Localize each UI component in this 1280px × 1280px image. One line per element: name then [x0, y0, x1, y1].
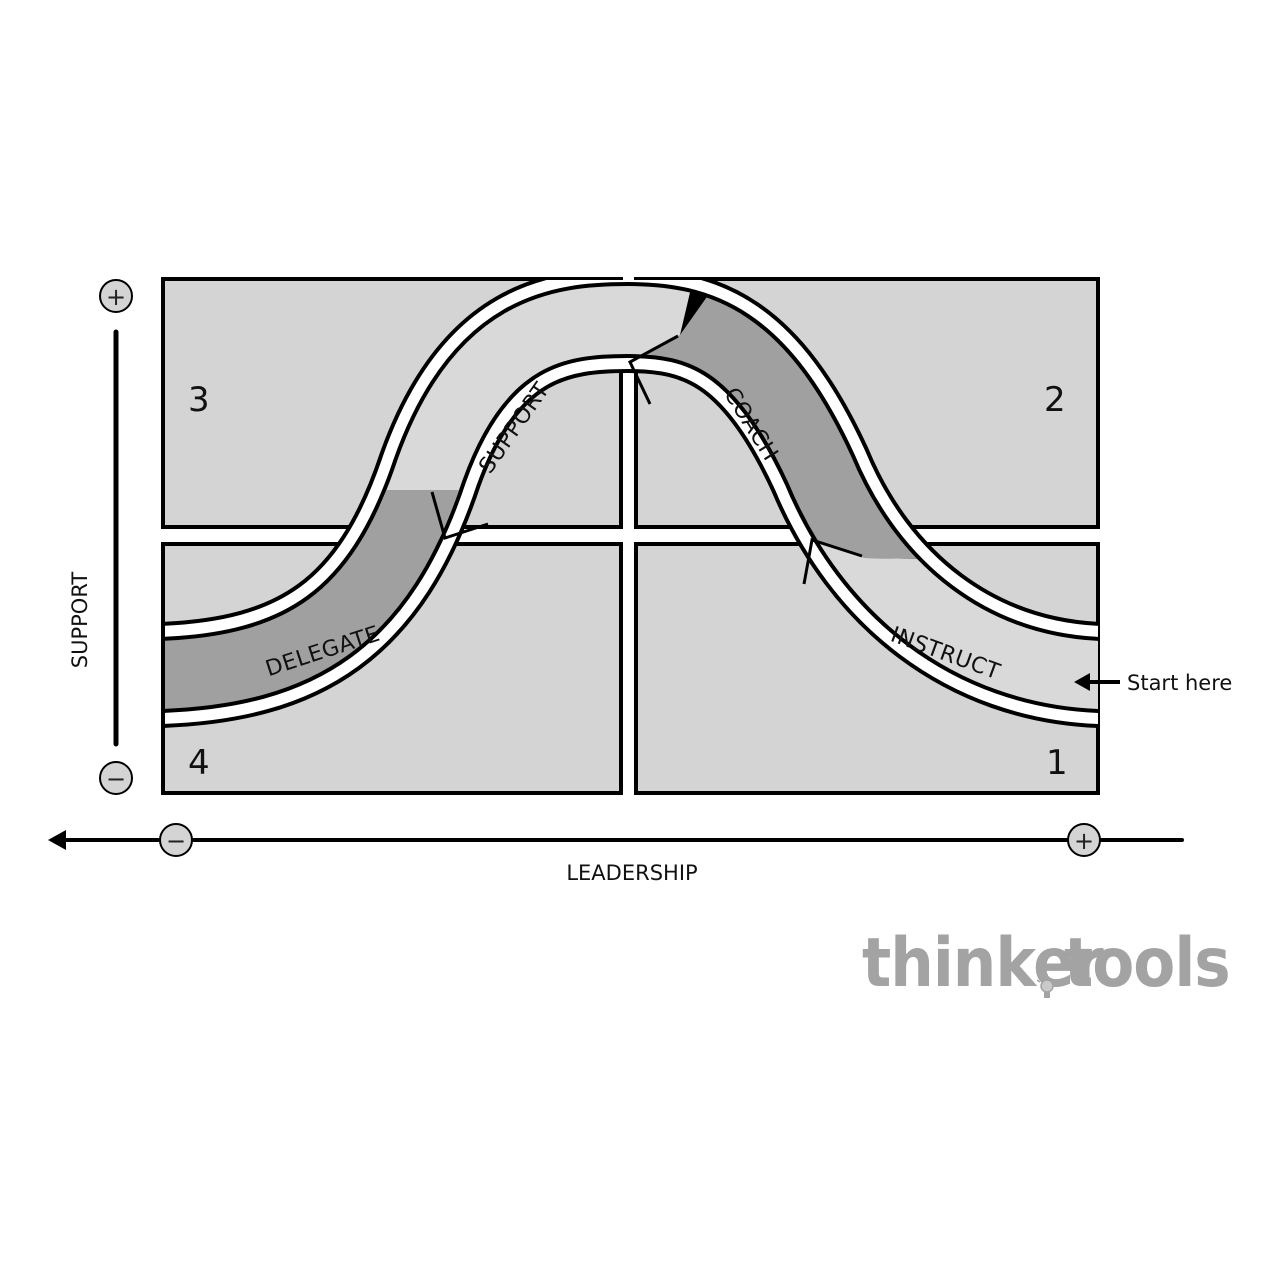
- arrow-head-coach: [628, 334, 679, 405]
- y-axis-top-sign: +: [106, 283, 126, 311]
- x-axis-left-sign: −: [166, 827, 186, 855]
- logo-text-tools: tools: [1064, 924, 1230, 1003]
- quadrant-number-4: 4: [188, 743, 210, 783]
- logo-text-thinker: thinker: [862, 924, 1105, 1003]
- arrow-head-instruct: [802, 538, 863, 585]
- x-axis: − + LEADERSHIP: [48, 823, 1184, 885]
- left-arrow-icon: [48, 830, 66, 850]
- plus-circle-icon: [99, 279, 133, 313]
- quadrant-number-1: 1: [1046, 743, 1068, 783]
- left-arrow-icon: [1074, 673, 1090, 691]
- start-here-pointer: Start here: [1074, 671, 1232, 695]
- y-axis: + − SUPPORT: [68, 279, 133, 795]
- x-axis-label: LEADERSHIP: [566, 861, 697, 885]
- quadrant-number-3: 3: [188, 380, 210, 420]
- lightbulb-icon: [1036, 974, 1058, 998]
- plus-circle-icon: [1067, 823, 1101, 857]
- quadrant-number-2: 2: [1044, 380, 1066, 420]
- curve-road: [165, 280, 1098, 728]
- y-axis-bottom-sign: −: [106, 765, 126, 793]
- thinker-tools-logo: thinker tools: [862, 924, 1231, 1003]
- y-axis-label: SUPPORT: [68, 572, 92, 669]
- minus-circle-icon: [159, 823, 193, 857]
- minus-circle-icon: [99, 761, 133, 795]
- x-axis-right-sign: +: [1074, 827, 1094, 855]
- arrow-head-delegate: [430, 491, 489, 540]
- start-here-label: Start here: [1127, 671, 1232, 695]
